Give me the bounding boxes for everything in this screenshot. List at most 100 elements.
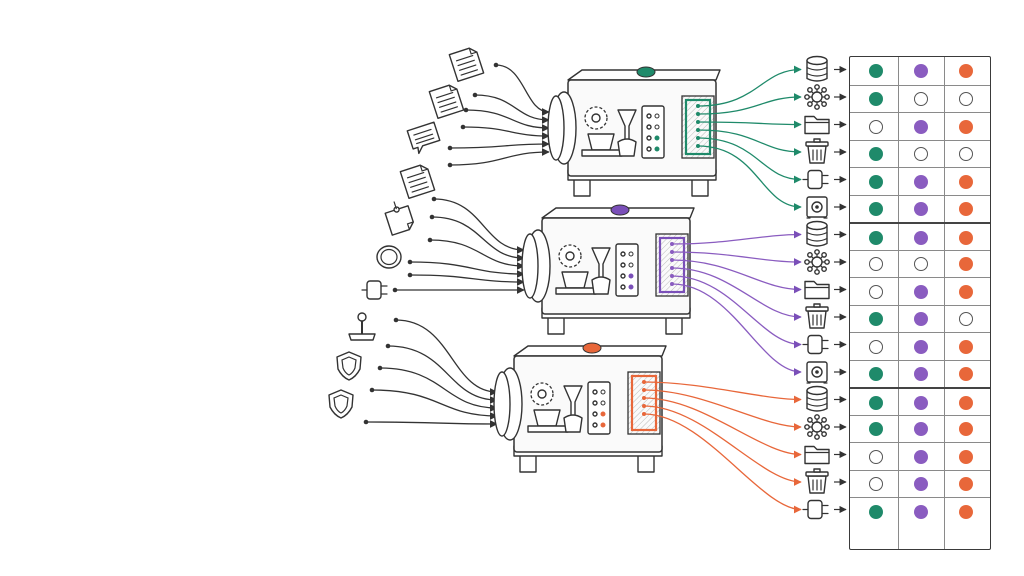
- machines: [493, 66, 721, 473]
- grid-row: [850, 194, 990, 223]
- status-dot-orange: [959, 449, 973, 464]
- folder-icon: [804, 280, 830, 300]
- wire: [431, 216, 525, 262]
- output-wire: [697, 145, 802, 211]
- wire: [449, 148, 550, 166]
- wire: [409, 261, 525, 278]
- output-wire: [671, 230, 802, 245]
- grid-row: [850, 359, 990, 388]
- network-icon: [804, 414, 830, 440]
- status-dot-green: [869, 395, 883, 410]
- status-grid: [849, 56, 991, 550]
- trash-bin-icon: [805, 303, 829, 329]
- machine-orange: [493, 342, 667, 473]
- grid-row: [850, 442, 990, 470]
- plug-icon: [802, 334, 829, 355]
- status-dot-orange: [959, 92, 973, 106]
- network-icon: [804, 249, 830, 275]
- status-dot-purple: [914, 312, 928, 326]
- folder-icon: [804, 445, 830, 465]
- output-wire: [643, 381, 802, 404]
- machine-green: [547, 66, 721, 197]
- status-dot-purple: [914, 230, 928, 245]
- grid-row: [850, 167, 990, 195]
- status-dot-purple: [914, 147, 928, 161]
- status-dot-green: [869, 367, 883, 381]
- status-dot-orange: [959, 174, 973, 189]
- output-wire: [697, 137, 802, 184]
- grid-row: [850, 497, 990, 525]
- output-wire: [643, 413, 802, 514]
- output-wire: [697, 129, 802, 156]
- status-dot-green: [869, 119, 883, 134]
- grid-row: [850, 414, 990, 443]
- document-icon: [428, 84, 465, 120]
- wire: [495, 64, 550, 116]
- output-icons: [802, 55, 830, 520]
- database-icon: [806, 220, 828, 247]
- grid-row: [850, 139, 990, 168]
- document-icon: [399, 164, 436, 200]
- status-dot-orange: [959, 367, 973, 381]
- trash-bin-icon: [805, 138, 829, 164]
- status-dot-purple: [914, 92, 928, 106]
- safe-icon: [806, 196, 828, 219]
- status-dot-purple: [914, 202, 928, 216]
- status-dot-orange: [959, 257, 973, 271]
- status-dot-green: [869, 147, 883, 161]
- status-dot-green: [869, 174, 883, 189]
- grid-row: [850, 249, 990, 278]
- output-wire: [671, 275, 802, 349]
- grid-column-divider: [898, 57, 899, 549]
- grid-row: [850, 57, 990, 85]
- status-dot-orange: [959, 422, 973, 436]
- wire: [462, 126, 550, 140]
- grid-row: [850, 387, 990, 415]
- status-dot-orange: [959, 284, 973, 299]
- status-dot-purple: [914, 174, 928, 189]
- output-wires: [642, 65, 802, 514]
- status-dot-orange: [959, 147, 973, 161]
- wire: [409, 274, 525, 286]
- wire: [387, 345, 498, 404]
- status-dot-purple: [914, 422, 928, 436]
- grid-row: [850, 332, 990, 360]
- status-dot-purple: [914, 63, 928, 78]
- wire: [433, 198, 525, 254]
- wire: [429, 239, 525, 270]
- speech-bubble-icon: [406, 121, 441, 155]
- status-dot-orange: [959, 339, 973, 354]
- status-dot-green: [869, 312, 883, 326]
- grid-row: [850, 469, 990, 498]
- shield-icon: [336, 351, 362, 381]
- status-dot-green: [869, 449, 883, 464]
- shield-icon: [328, 389, 354, 419]
- status-dot-orange: [959, 230, 973, 245]
- wire: [395, 319, 498, 396]
- wire: [474, 94, 550, 124]
- coin-icon: [376, 245, 402, 269]
- grid-row: [850, 304, 990, 333]
- network-icon: [804, 84, 830, 110]
- grid-column-divider: [944, 57, 945, 549]
- wire: [449, 140, 550, 149]
- status-dot-green: [869, 63, 883, 78]
- status-dot-purple: [914, 477, 928, 491]
- output-wire: [697, 120, 802, 129]
- output-wire: [671, 283, 802, 376]
- folder-icon: [804, 115, 830, 135]
- status-dot-purple: [914, 257, 928, 271]
- safe-icon: [806, 361, 828, 384]
- status-dot-orange: [959, 119, 973, 134]
- status-dot-orange: [959, 63, 973, 78]
- output-arrows: [834, 65, 847, 514]
- document-icon: [448, 47, 485, 83]
- grid-row: [850, 277, 990, 305]
- trash-bin-icon: [805, 468, 829, 494]
- status-dot-orange: [959, 504, 973, 519]
- output-wire: [671, 251, 802, 266]
- wire: [365, 420, 498, 428]
- status-dot-green: [869, 92, 883, 106]
- status-dot-orange: [959, 395, 973, 410]
